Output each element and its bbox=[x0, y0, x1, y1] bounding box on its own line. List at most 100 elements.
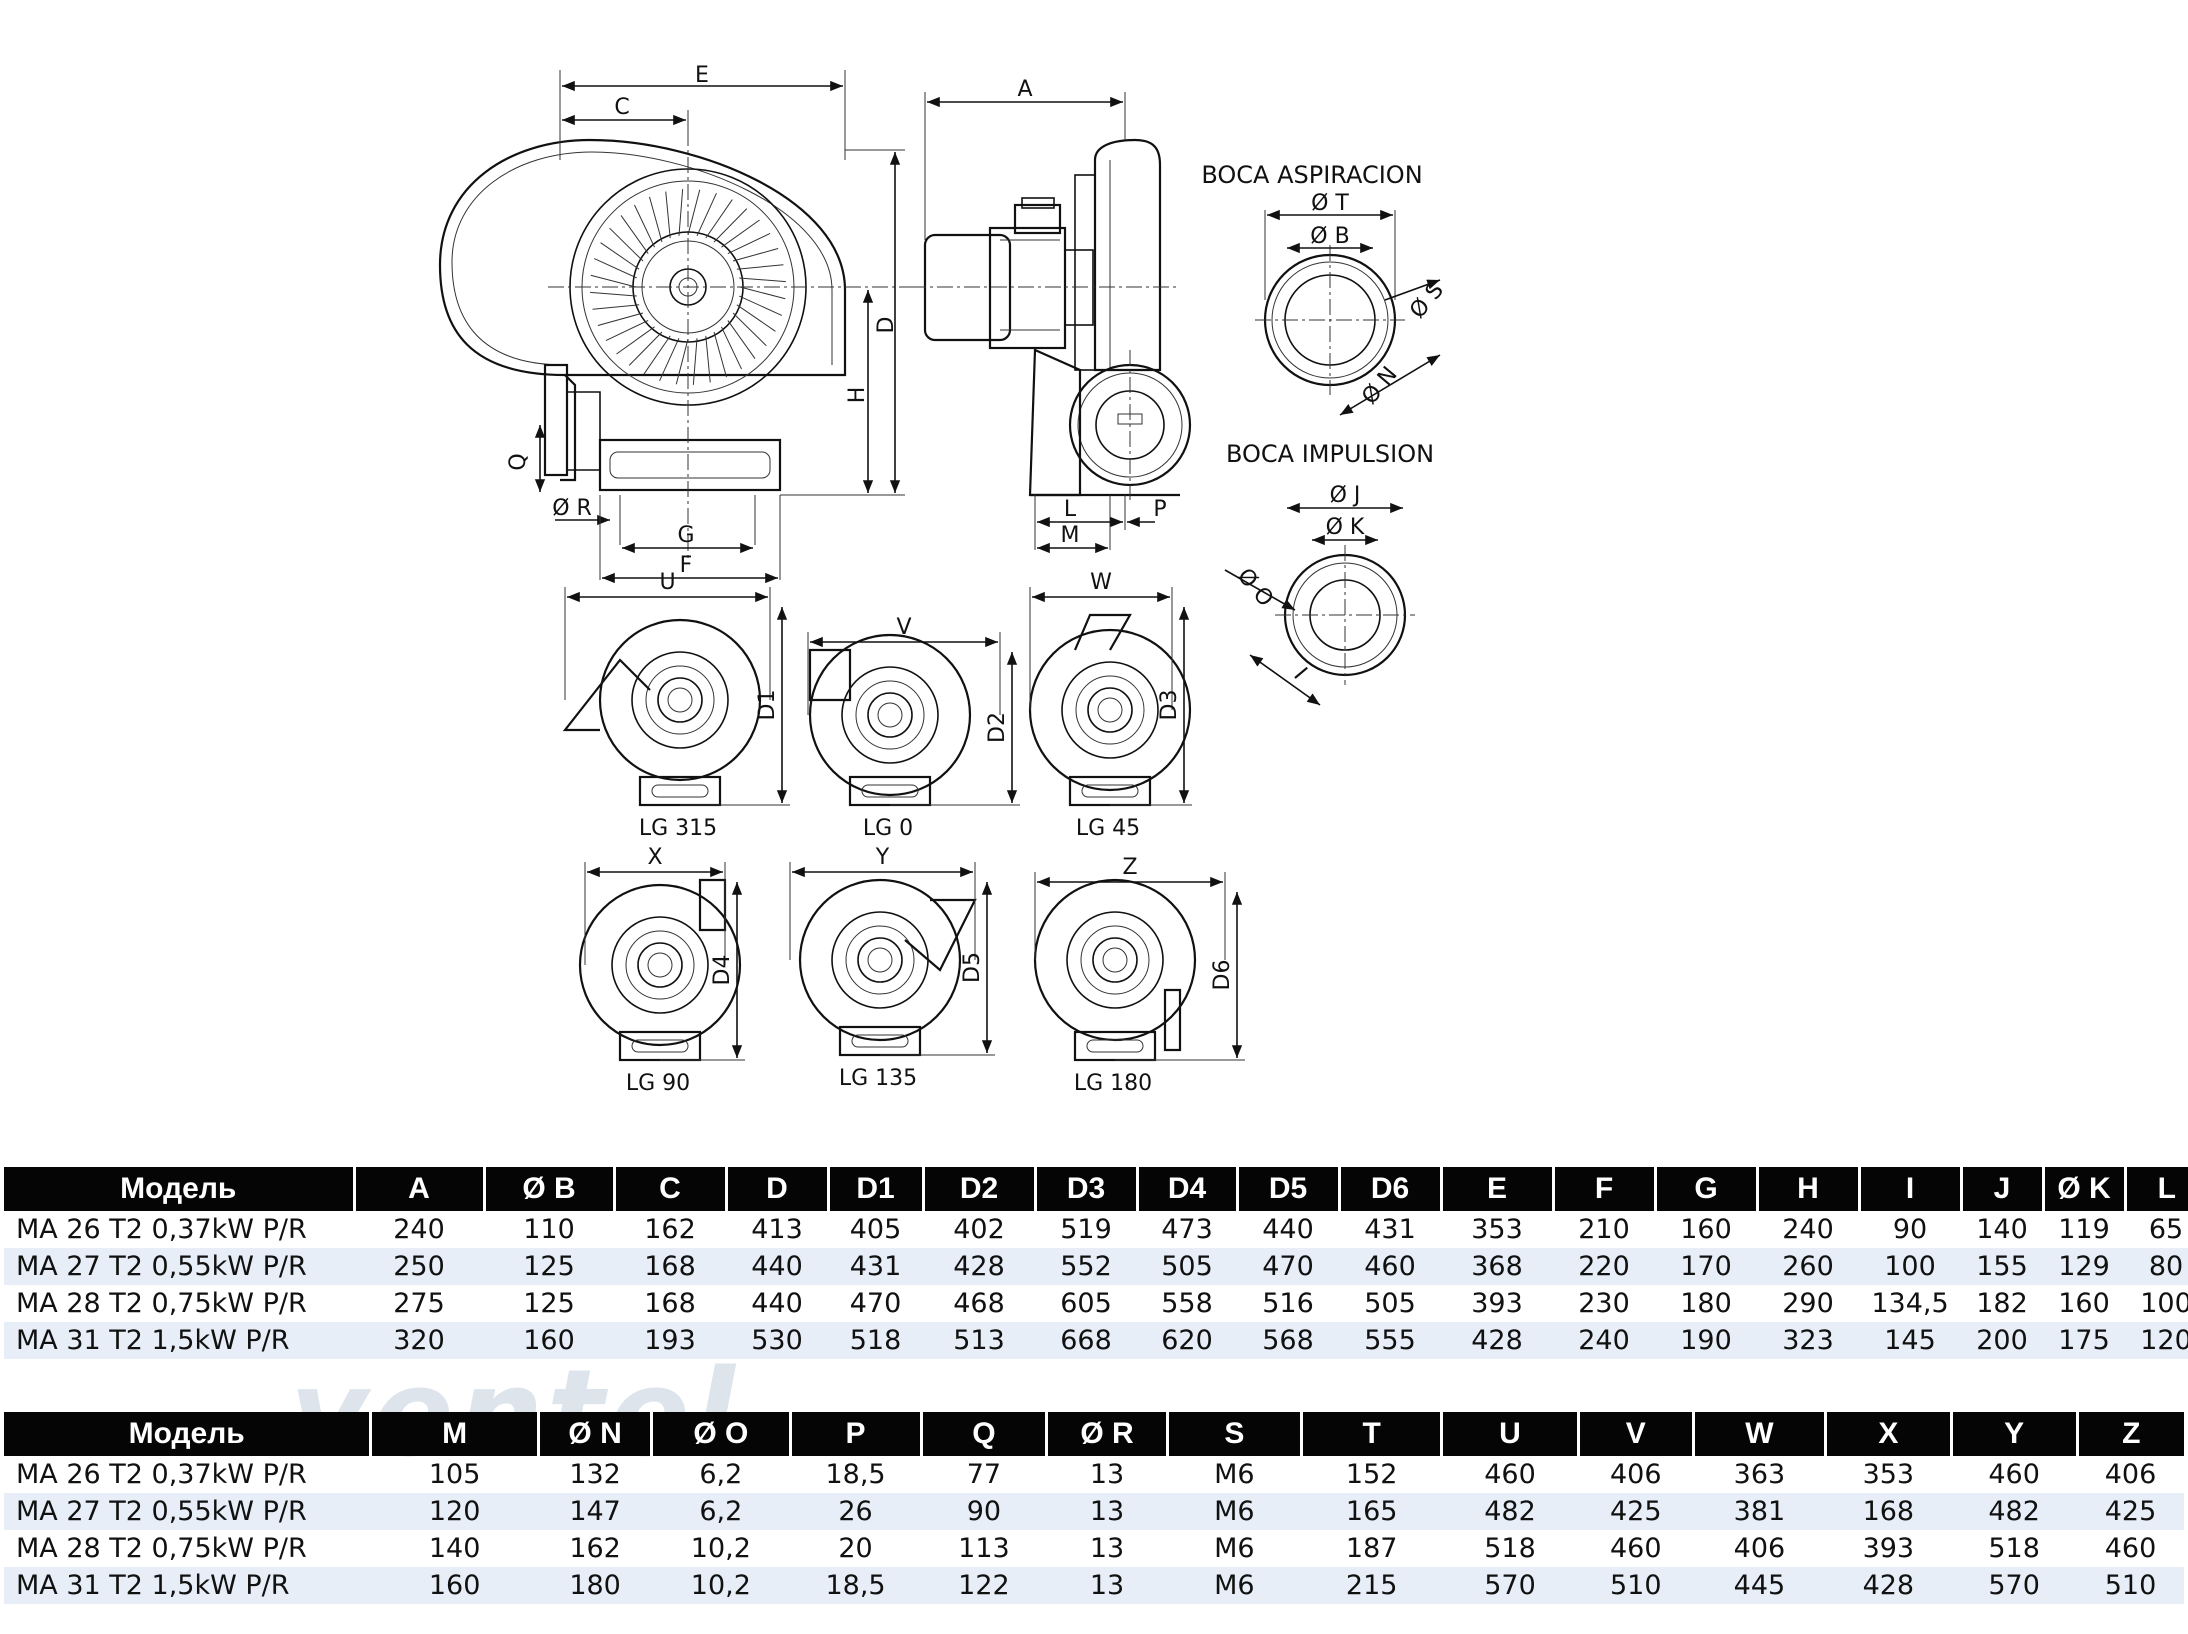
model-name-cell: MA 26 T2 0,37kW P/R bbox=[16, 1214, 307, 1245]
column-header: D3 bbox=[1033, 1167, 1137, 1211]
impeller-blade bbox=[616, 326, 655, 355]
impeller-blade bbox=[633, 204, 656, 248]
table-cell: 182 bbox=[1976, 1288, 2028, 1319]
table-cell: 193 bbox=[614, 1322, 726, 1359]
column-header: D1 bbox=[826, 1167, 923, 1211]
table-cell: 323 bbox=[1757, 1322, 1859, 1359]
dim-V: V bbox=[896, 615, 911, 640]
table-cell: 125 bbox=[484, 1248, 614, 1285]
hub bbox=[667, 687, 693, 713]
table-cell: 147 bbox=[538, 1493, 652, 1530]
dim-D5: D5 bbox=[960, 952, 985, 983]
table-cell: 77 bbox=[966, 1459, 1002, 1490]
impeller-blade bbox=[736, 264, 784, 270]
table-cell: 122 bbox=[921, 1567, 1047, 1604]
fan-technical-drawing: E C D H Q Ø R G F bbox=[438, 63, 1449, 1096]
column-header: X bbox=[1823, 1412, 1952, 1456]
table-cell: 6,2 bbox=[699, 1459, 743, 1490]
dim-M: M bbox=[1061, 523, 1080, 548]
orientation-label: LG 135 bbox=[839, 1066, 917, 1091]
orientation-label: LG 0 bbox=[863, 816, 913, 841]
impeller-blade bbox=[649, 196, 663, 243]
table-cell: 460 bbox=[1988, 1459, 2040, 1490]
hub bbox=[647, 952, 673, 978]
impeller-blade bbox=[727, 320, 756, 359]
table-cell: 119 bbox=[2058, 1214, 2110, 1245]
table-cell: 168 bbox=[644, 1288, 696, 1319]
table-cell: 180 bbox=[1680, 1288, 1732, 1319]
impeller-blade bbox=[659, 338, 680, 381]
column-header: W bbox=[1691, 1412, 1826, 1456]
table-cell: 505 bbox=[1137, 1248, 1237, 1285]
table-cell: 570 bbox=[1441, 1567, 1579, 1604]
title-aspiracion: BOCA ASPIRACION bbox=[1201, 161, 1422, 189]
dim-J: Ø J bbox=[1330, 483, 1361, 508]
table-cell: 162 bbox=[644, 1214, 696, 1245]
table-cell: 405 bbox=[849, 1214, 902, 1245]
table-cell: 190 bbox=[1655, 1322, 1757, 1359]
inlet-flange bbox=[841, 666, 939, 764]
table-cell: 90 bbox=[921, 1493, 1047, 1530]
inlet-flange bbox=[611, 916, 709, 1014]
dim-D1: D1 bbox=[755, 690, 780, 721]
orientation-label: LG 315 bbox=[639, 816, 717, 841]
dim-A: A bbox=[1017, 77, 1032, 102]
dim-T: Ø T bbox=[1311, 191, 1349, 216]
table-cell: 605 bbox=[1060, 1288, 1112, 1319]
front-view: E C D H Q Ø R G F bbox=[438, 63, 920, 584]
column-header: Ø O bbox=[650, 1412, 791, 1456]
table-cell: 518 bbox=[1484, 1533, 1536, 1564]
model-name-cell: MA 28 T2 0,75kW P/R bbox=[16, 1533, 307, 1564]
table-cell: 160 bbox=[2058, 1288, 2110, 1319]
table-cell: 568 bbox=[1237, 1322, 1339, 1359]
table-cell: 558 bbox=[1161, 1288, 1213, 1319]
column-header: S bbox=[1165, 1412, 1302, 1456]
model-column-header: Модель bbox=[4, 1167, 354, 1211]
table-cell: 250 bbox=[354, 1248, 484, 1285]
table-cell: 110 bbox=[523, 1214, 575, 1245]
table-cell: 510 bbox=[1578, 1567, 1694, 1604]
table-cell: 393 bbox=[1471, 1288, 1523, 1319]
table-cell: 460 bbox=[1610, 1533, 1662, 1564]
column-header: Q bbox=[919, 1412, 1047, 1456]
table-cell: 210 bbox=[1578, 1214, 1630, 1245]
table-cell: 440 bbox=[751, 1288, 803, 1319]
column-header: D5 bbox=[1235, 1167, 1339, 1211]
table-cell: 519 bbox=[1060, 1214, 1112, 1245]
table-cell: 320 bbox=[354, 1322, 484, 1359]
impeller-blade bbox=[739, 286, 786, 300]
table-cell: 275 bbox=[393, 1288, 445, 1319]
discharge-duct bbox=[562, 658, 651, 732]
base-slot bbox=[1086, 1039, 1144, 1053]
column-header: E bbox=[1439, 1167, 1553, 1211]
inlet-flange bbox=[1061, 661, 1159, 759]
table-cell: 425 bbox=[2077, 1493, 2184, 1530]
table-cell: 381 bbox=[1693, 1493, 1826, 1530]
discharge-flange-detail: BOCA IMPULSION Ø J Ø K Ø O I bbox=[1224, 440, 1434, 706]
table-cell: 518 bbox=[828, 1322, 923, 1359]
table-cell: 140 bbox=[1976, 1214, 2028, 1245]
column-header: H bbox=[1755, 1167, 1859, 1211]
impeller-blade bbox=[590, 291, 637, 297]
model-name-cell: MA 28 T2 0,75kW P/R bbox=[16, 1288, 307, 1319]
column-header: Ø B bbox=[482, 1167, 614, 1211]
dim-D2: D2 bbox=[985, 712, 1010, 743]
column-header: L bbox=[2123, 1167, 2188, 1211]
inlet-bore bbox=[637, 942, 683, 988]
impeller-blade bbox=[696, 193, 717, 236]
impeller-blade bbox=[713, 331, 727, 378]
column-header: D6 bbox=[1337, 1167, 1441, 1211]
dim-U: U bbox=[659, 570, 675, 595]
base-slot bbox=[651, 784, 709, 798]
dim-Z: Z bbox=[1122, 855, 1137, 880]
table-cell: 18,5 bbox=[825, 1459, 886, 1490]
model-name-cell: MA 27 T2 0,55kW P/R bbox=[4, 1493, 371, 1530]
impeller-blade bbox=[732, 312, 767, 347]
dim-D4: D4 bbox=[710, 955, 735, 986]
dim-L: L bbox=[1064, 497, 1077, 522]
impeller-blade bbox=[665, 191, 671, 239]
